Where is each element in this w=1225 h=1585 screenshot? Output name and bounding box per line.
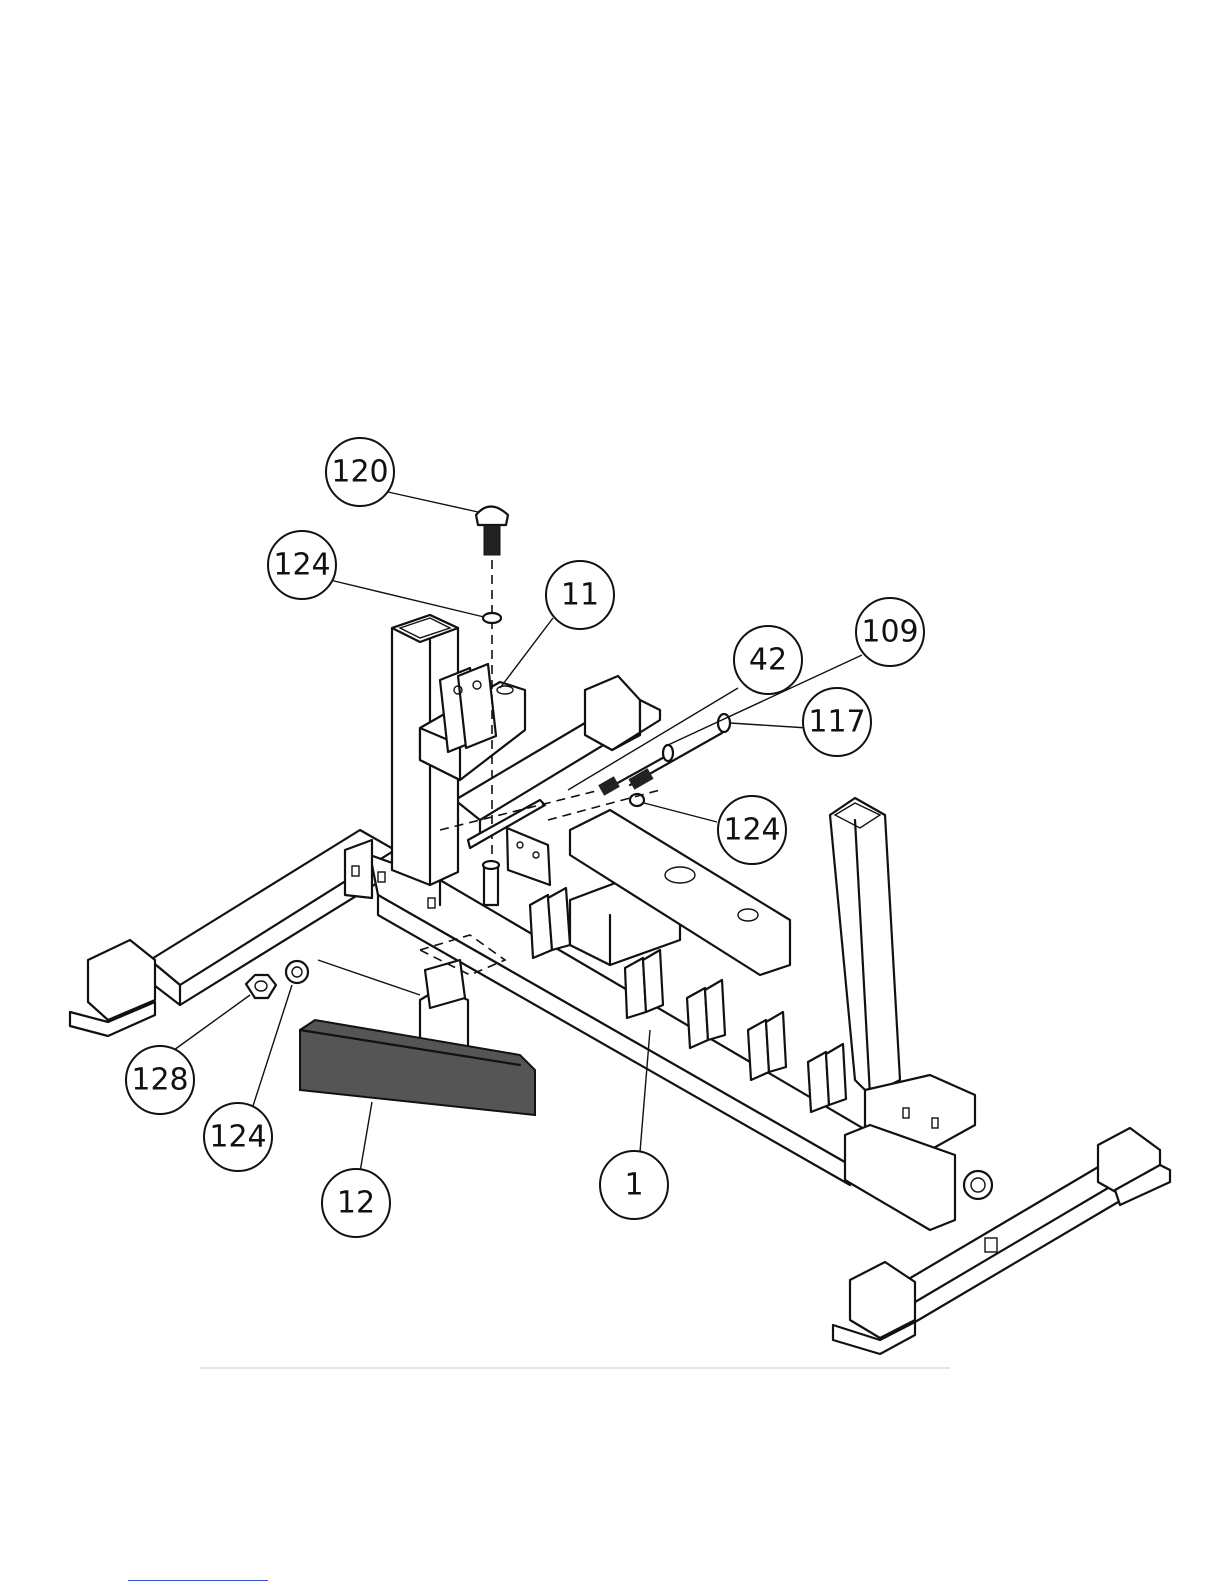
callout-label: 11 bbox=[561, 578, 599, 613]
callout-124-top: 124 bbox=[268, 531, 336, 599]
callout-label: 124 bbox=[273, 548, 330, 583]
callout-1: 1 bbox=[600, 1151, 668, 1219]
callout-128: 128 bbox=[126, 1046, 194, 1114]
callout-117: 117 bbox=[803, 688, 871, 756]
callout-label: 124 bbox=[209, 1120, 266, 1155]
callout-label: 124 bbox=[723, 813, 780, 848]
nut-and-washer bbox=[246, 961, 308, 998]
callout-120: 120 bbox=[326, 438, 394, 506]
callout-124-bottom: 124 bbox=[204, 1103, 272, 1171]
callout-124-right: 124 bbox=[718, 796, 786, 864]
footer-rule bbox=[128, 1580, 268, 1581]
callout-label: 117 bbox=[808, 705, 865, 740]
callout-label: 109 bbox=[861, 615, 918, 650]
callout-12: 12 bbox=[322, 1169, 390, 1237]
callout-label: 12 bbox=[337, 1186, 375, 1221]
callout-label: 128 bbox=[131, 1063, 188, 1098]
callout-11: 11 bbox=[546, 561, 614, 629]
callout-label: 1 bbox=[624, 1168, 643, 1203]
callout-label: 120 bbox=[331, 455, 388, 490]
front-right-leg bbox=[833, 1125, 1170, 1354]
callout-42: 42 bbox=[734, 626, 802, 694]
callout-109: 109 bbox=[856, 598, 924, 666]
right-upright-post bbox=[830, 798, 975, 1150]
callout-label: 42 bbox=[749, 643, 787, 678]
